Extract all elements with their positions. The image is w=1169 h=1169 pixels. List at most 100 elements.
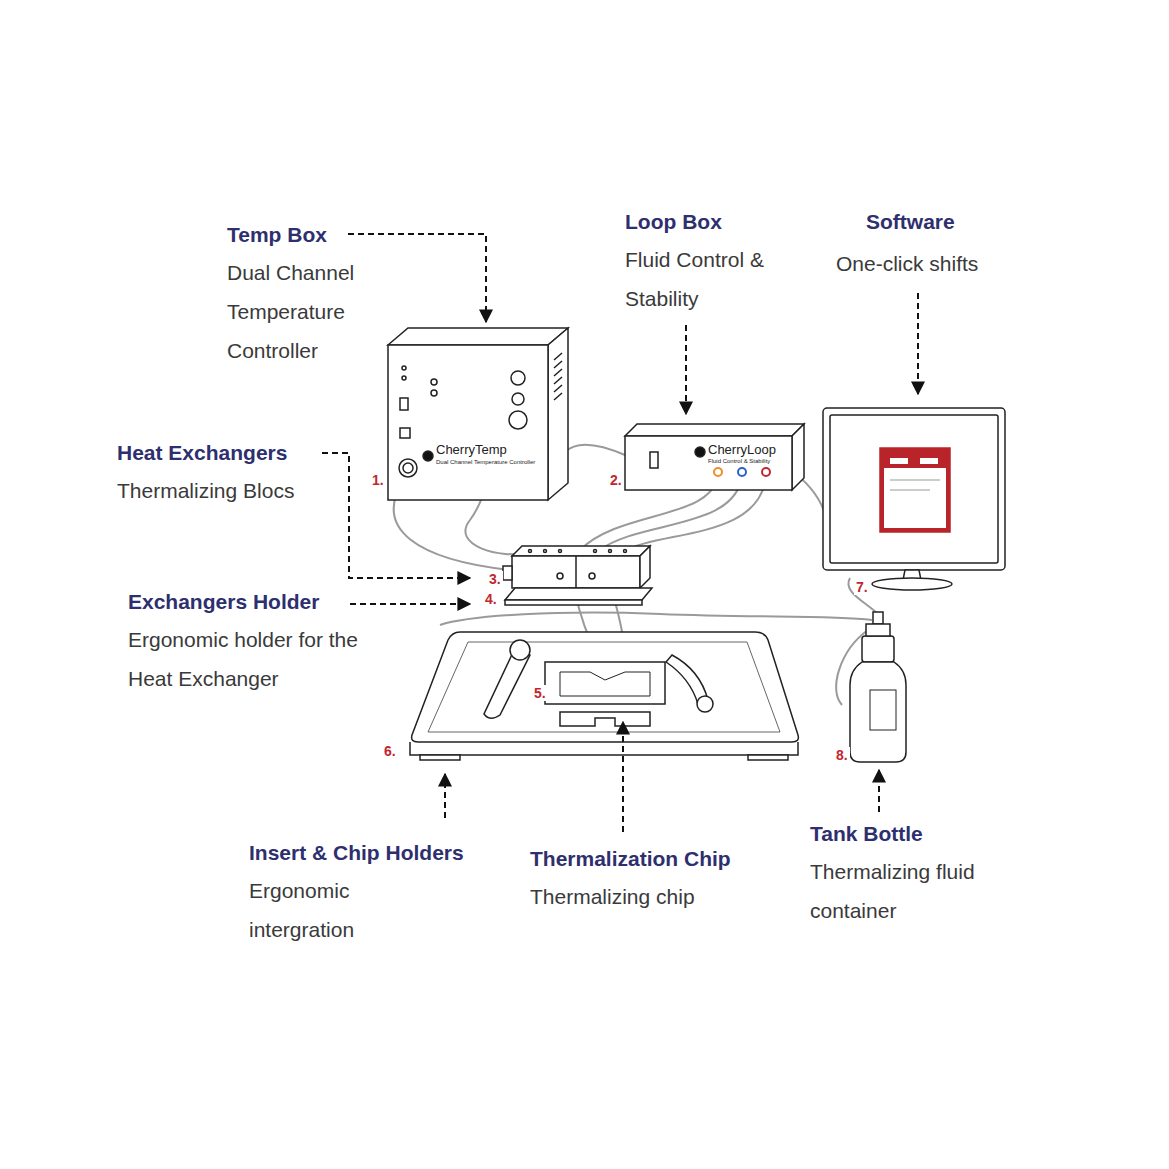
callout-number: 4. (483, 591, 499, 607)
leader-arrows-part (917, 293, 919, 394)
callout-text: One-click shifts (836, 244, 1036, 283)
tank-bottle-device-part (873, 612, 883, 624)
loop-box-device-part (714, 468, 722, 476)
callout-text: Thermalizing chip (530, 877, 760, 916)
device-brand: CherryLoop (708, 443, 776, 457)
temp-box-device-part (554, 369, 562, 376)
tank-bottle-device (850, 612, 906, 762)
temp-box-device-part (554, 377, 562, 384)
insert-tray-device-part (560, 672, 650, 696)
heat-exchanger-device-part (559, 550, 562, 553)
temp-box-device-part (554, 353, 562, 360)
heat-exchanger-device-part (557, 573, 563, 579)
loop-box-device-part (625, 424, 804, 436)
callout-heading: Heat Exchangers (117, 440, 287, 466)
monitor-device-part (890, 480, 940, 481)
insert-tray-device-part (560, 712, 650, 726)
heat-exchanger-device-part (575, 556, 577, 588)
insert-tray-device-part (510, 640, 530, 660)
callout-text: Dual Channel Temperature Controller (227, 253, 377, 370)
heat-exchanger-device-part (505, 588, 652, 600)
temp-box-device-part (554, 385, 562, 392)
loop-box-device (625, 424, 804, 490)
insert-tray-device (410, 632, 798, 760)
loop-box-device-part (738, 468, 746, 476)
leader-arrows-part (348, 234, 486, 322)
tank-bottle-device-part (870, 690, 896, 730)
heat-exchanger-device-part (624, 550, 627, 553)
callout-text: Ergonomic holder for the Heat Exchanger (128, 620, 363, 698)
temp-box-device-part (388, 345, 548, 500)
temp-box-device-part (554, 361, 562, 368)
monitor-device (823, 408, 1005, 590)
temp-box-device-part (400, 428, 410, 438)
callout-heading: Thermalization Chip (530, 846, 731, 872)
callout-text: Thermalizing Blocs (117, 471, 337, 510)
callout-number: 7. (854, 579, 870, 595)
temp-box-device-part (548, 328, 568, 500)
monitor-device-part (823, 408, 1005, 570)
callout-heading: Insert & Chip Holders (249, 840, 464, 866)
leader-arrows-part (622, 722, 624, 832)
insert-tray-device-part (697, 696, 713, 712)
monitor-device-part (890, 458, 908, 464)
tank-bottle-device-part (850, 662, 906, 762)
tank-bottle-device-part (866, 624, 890, 636)
heat-exchanger-device-part (609, 550, 612, 553)
temp-box-device-part (403, 463, 413, 473)
heat-exchanger-device-part (505, 600, 642, 605)
insert-tray-device-part (412, 632, 799, 742)
callout-text: Thermalizing fluid container (810, 852, 1015, 930)
device-brand: CherryTemp (436, 443, 507, 457)
tubing-part (440, 613, 872, 625)
monitor-device-part (880, 448, 950, 532)
leader-arrows-part (685, 325, 687, 414)
temp-box-device-part (402, 376, 406, 380)
temp-box-device-part (554, 393, 562, 400)
callout-number: 1. (370, 472, 386, 488)
callout-heading: Loop Box (625, 209, 722, 235)
insert-tray-device-part (428, 642, 780, 732)
leader-arrows (322, 234, 918, 832)
device-subtitle: Dual Channel Temperature Controller (436, 459, 535, 466)
heat-exchanger-device-part (544, 550, 547, 553)
temp-box-device (388, 328, 568, 500)
temp-box-device-part (512, 393, 524, 405)
temp-box-device-part (511, 371, 525, 385)
callout-number: 8. (834, 747, 850, 763)
heat-exchanger-device-part (594, 550, 597, 553)
heat-exchanger-device-part (640, 546, 650, 588)
temp-box-device-part (431, 390, 437, 396)
tank-bottle-device-part (862, 636, 894, 662)
callout-heading: Exchangers Holder (128, 589, 319, 615)
monitor-device-part (830, 415, 998, 563)
temp-box-device-part (402, 366, 406, 370)
temp-box-device-part (388, 328, 568, 345)
leader-arrows-part (878, 770, 880, 812)
temp-box-device-part (431, 379, 437, 385)
monitor-device-part (872, 578, 952, 590)
heat-exchanger-device-part (529, 550, 532, 553)
temp-box-device-part (399, 459, 417, 477)
insert-tray-device-part (410, 742, 798, 755)
device-subtitle: Fluid Control & Stability (708, 458, 770, 465)
temp-box-device-part (400, 398, 408, 410)
leader-arrows-part (350, 603, 470, 605)
callout-number: 6. (382, 743, 398, 759)
heat-exchanger-device-part (512, 556, 640, 588)
heat-exchanger-device-part (503, 566, 512, 580)
loop-box-device-part (695, 447, 705, 457)
heat-exchanger-device-part (589, 573, 595, 579)
callout-text: Ergonomic intergration (249, 871, 399, 949)
insert-tray-device-part (545, 662, 665, 704)
callout-text: Fluid Control & Stability (625, 240, 800, 318)
loop-box-device-part (762, 468, 770, 476)
temp-box-device-part (509, 411, 527, 429)
leader-arrows-part (322, 453, 470, 578)
heat-exchanger-device-part (512, 546, 650, 556)
insert-tray-device-part (748, 755, 788, 760)
callout-heading: Temp Box (227, 222, 327, 248)
leader-arrows-part (444, 774, 446, 818)
